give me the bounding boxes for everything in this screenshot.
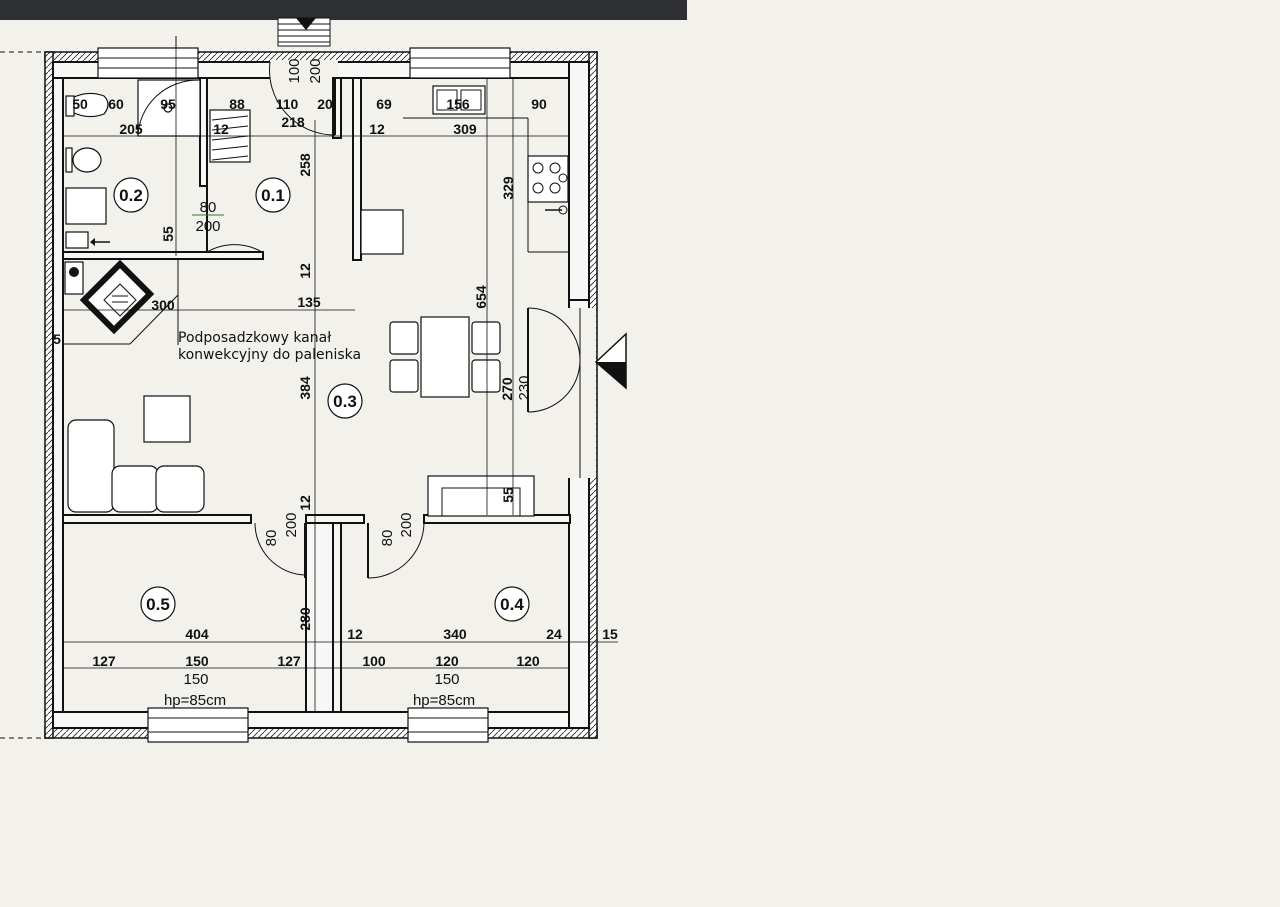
dimension-label: 100 <box>362 653 386 669</box>
door-label-height: 200 <box>283 512 300 537</box>
door-label-height: 200 <box>307 58 324 83</box>
window-width-label: 150 <box>183 671 208 688</box>
dimension-label: 88 <box>229 96 245 112</box>
sofa-icon <box>67 419 115 513</box>
dimension-label: 5 <box>53 331 61 347</box>
dimension-label: 127 <box>277 653 301 669</box>
room-label-0-2: 0.2 <box>119 186 143 205</box>
door-label-width: 80 <box>379 530 396 547</box>
room-0-4: 0.4 <box>494 586 530 622</box>
dining-table <box>420 316 470 398</box>
door-labels: 80 200 80 200 80 200 100 200 <box>192 58 415 546</box>
dimension-label: 50 <box>72 96 88 112</box>
stove-icon <box>64 261 84 295</box>
dimension-label: 156 <box>446 96 470 112</box>
fireplace-icon <box>427 475 535 517</box>
room-label-0-1: 0.1 <box>261 186 285 205</box>
dimension-label: 340 <box>443 626 467 642</box>
dimension-label: 90 <box>531 96 547 112</box>
coffee-table <box>143 395 191 443</box>
washing-machine-icon <box>65 187 107 225</box>
dimension-label: 230 <box>516 375 533 400</box>
dimension-label: 15 <box>602 626 618 642</box>
dimension-label: 384 <box>297 376 313 400</box>
cooktop-icon <box>527 155 569 203</box>
dimension-label: 218 <box>281 114 305 130</box>
dimension-label: 150 <box>185 653 209 669</box>
dimension-label: 12 <box>347 626 363 642</box>
window-width-label: 150 <box>434 671 459 688</box>
sink-icon <box>72 147 102 173</box>
kitchen-sink-icon <box>432 85 486 115</box>
dimension-label: 12 <box>369 121 385 137</box>
dimension-label: 60 <box>108 96 124 112</box>
door-label-height: 200 <box>195 218 220 235</box>
window-sill-label: hp=85cm <box>413 692 475 709</box>
room-label-0-4: 0.4 <box>500 595 524 614</box>
room-0-2: 0.2 <box>113 177 149 213</box>
annotation: Podposadzkowy kanał konwekcyjny do palen… <box>178 330 361 363</box>
room-0-3: 0.3 <box>327 383 363 419</box>
dimension-label: 24 <box>546 626 562 642</box>
dimension-label: 270 <box>499 377 515 401</box>
dimension-label: 404 <box>185 626 209 642</box>
dimension-lines <box>63 36 618 712</box>
staircase <box>63 109 251 345</box>
window-labels: 150 hp=85cm 150 hp=85cm <box>164 671 475 709</box>
dimension-label: 309 <box>453 121 477 137</box>
boiler-icon <box>65 231 89 249</box>
dimension-label: 20 <box>317 96 333 112</box>
annotation-line-2: konwekcyjny do paleniska <box>178 347 361 363</box>
dining-set <box>389 316 501 398</box>
room-labels: 0.1 0.2 0.3 0.4 0.5 <box>113 177 530 622</box>
dimension-label: 120 <box>435 653 459 669</box>
room-label-0-3: 0.3 <box>333 392 357 411</box>
door-label-width: 80 <box>200 199 217 216</box>
dimension-label: 55 <box>160 226 176 242</box>
dimension-label: 69 <box>376 96 392 112</box>
door-swings <box>206 61 581 579</box>
entrance-arrow-fill-icon <box>596 362 626 388</box>
kitchen-fixtures <box>360 85 569 255</box>
living-room-furniture <box>67 395 535 517</box>
dimension-label: 280 <box>297 607 313 631</box>
room-label-0-5: 0.5 <box>146 595 170 614</box>
door-label-width: 100 <box>286 58 303 83</box>
room-0-1: 0.1 <box>255 177 291 213</box>
dimension-label: 12 <box>297 495 313 511</box>
window-sill-label: hp=85cm <box>164 692 226 709</box>
bathroom-fixtures <box>65 79 201 249</box>
dimension-labels: 50 60 95 88 110 20 69 156 90 205 12 218 … <box>53 96 618 669</box>
dimension-label: 205 <box>119 121 143 137</box>
room-0-5: 0.5 <box>140 586 176 622</box>
dimension-label: 654 <box>473 285 489 309</box>
interior-walls <box>62 61 590 713</box>
openings <box>97 47 596 743</box>
top-toolbar <box>0 0 687 20</box>
annotation-line-1: Podposadzkowy kanał <box>178 330 331 346</box>
dimension-label: 135 <box>297 294 321 310</box>
dimension-label: 258 <box>297 153 313 177</box>
dimension-label: 55 <box>500 487 516 503</box>
toilet-icon <box>71 92 109 118</box>
entrance-marker <box>277 17 331 47</box>
dimension-label: 300 <box>151 297 175 313</box>
dimension-label: 110 <box>276 96 299 112</box>
vertical-dimension-labels: 258 329 55 12 654 384 270 230 12 55 280 <box>160 153 533 631</box>
dimension-label: 12 <box>213 121 229 137</box>
fridge-icon <box>360 209 404 255</box>
dimension-label: 12 <box>297 263 313 279</box>
dimension-label: 127 <box>92 653 116 669</box>
dimension-label: 329 <box>500 176 516 200</box>
dimension-label: 95 <box>160 96 176 112</box>
door-label-height: 200 <box>398 512 415 537</box>
door-label-width: 80 <box>263 530 280 547</box>
dimension-label: 120 <box>516 653 540 669</box>
